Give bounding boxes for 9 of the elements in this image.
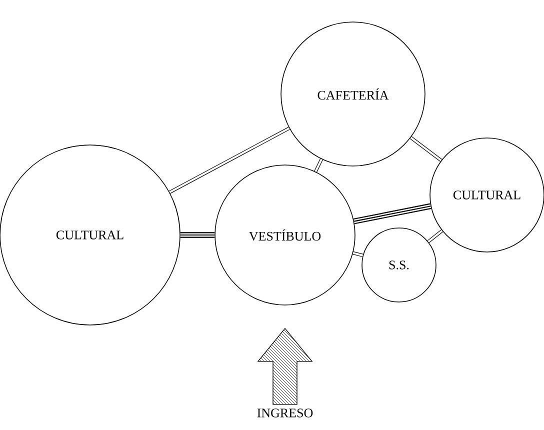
connection-line <box>314 158 323 172</box>
connection-line <box>427 229 444 243</box>
entrance-arrow <box>257 328 313 405</box>
entrance-label: INGRESO <box>257 408 313 418</box>
connection-line <box>352 251 364 258</box>
connection-line <box>354 203 432 224</box>
connection-line <box>168 126 290 194</box>
connection-line <box>410 136 442 162</box>
connection-line <box>180 232 215 238</box>
